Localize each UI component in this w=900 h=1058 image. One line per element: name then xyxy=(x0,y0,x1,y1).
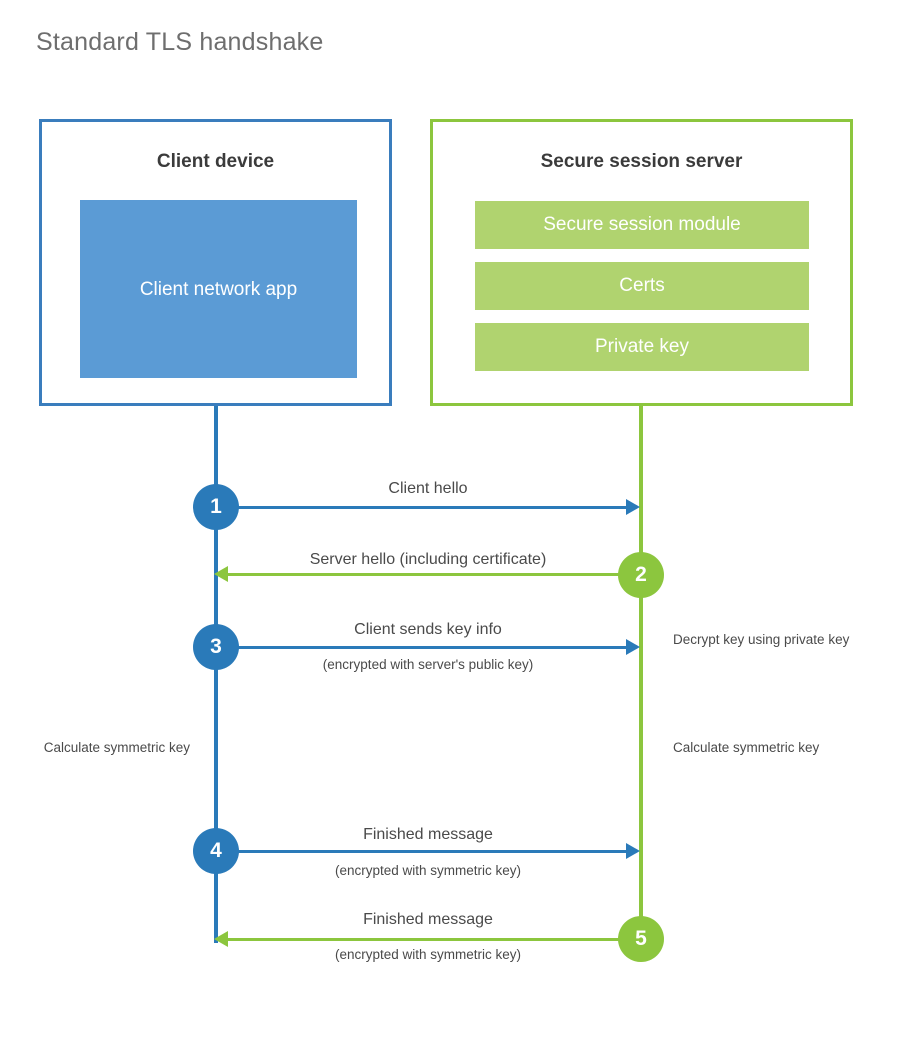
step-5-arrow-head-icon xyxy=(214,931,228,947)
server-component-certs: Certs xyxy=(475,262,809,310)
step-5-label: Finished message xyxy=(363,911,493,928)
step-3-arrow-line xyxy=(216,646,630,649)
step-2-label: Server hello (including certificate) xyxy=(309,551,547,568)
step-1-arrow-head-icon xyxy=(626,499,640,515)
step-4-sublabel: (encrypted with symmetric key) xyxy=(334,863,522,878)
step-badge-5: 5 xyxy=(618,916,664,962)
server-decrypt-note: Decrypt key using private key xyxy=(673,632,850,647)
step-5-sublabel: (encrypted with symmetric key) xyxy=(334,947,522,962)
page-title: Standard TLS handshake xyxy=(36,28,324,56)
step-4-arrow-head-icon xyxy=(626,843,640,859)
secure-session-server-box: Secure session server Secure session mod… xyxy=(430,119,853,406)
step-3-arrow-head-icon xyxy=(626,639,640,655)
step-4-label: Finished message xyxy=(363,826,493,843)
step-3-sublabel: (encrypted with server's public key) xyxy=(322,657,534,672)
server-component-secure-session-module: Secure session module xyxy=(475,201,809,249)
step-2-arrow-head-icon xyxy=(214,566,228,582)
step-4-arrow-line xyxy=(216,850,630,853)
server-calculate-symmetric-key-note: Calculate symmetric key xyxy=(673,740,820,755)
step-3-label: Client sends key info xyxy=(354,621,502,638)
secure-session-server-title: Secure session server xyxy=(540,151,743,172)
step-2-arrow-line xyxy=(228,573,628,576)
client-calculate-symmetric-key-note: Calculate symmetric key xyxy=(43,740,190,755)
step-badge-3: 3 xyxy=(193,624,239,670)
client-device-title: Client device xyxy=(156,151,275,172)
client-lifeline xyxy=(214,406,218,943)
server-component-list: Secure session module Certs Private key xyxy=(475,201,809,371)
step-1-arrow-line xyxy=(216,506,630,509)
client-device-box: Client device Client network app xyxy=(39,119,392,406)
step-badge-4: 4 xyxy=(193,828,239,874)
step-1-label: Client hello xyxy=(388,480,468,497)
step-5-arrow-line xyxy=(228,938,628,941)
server-component-private-key: Private key xyxy=(475,323,809,371)
server-lifeline xyxy=(639,406,643,941)
step-badge-2: 2 xyxy=(618,552,664,598)
client-network-app-block: Client network app xyxy=(80,200,357,378)
step-badge-1: 1 xyxy=(193,484,239,530)
